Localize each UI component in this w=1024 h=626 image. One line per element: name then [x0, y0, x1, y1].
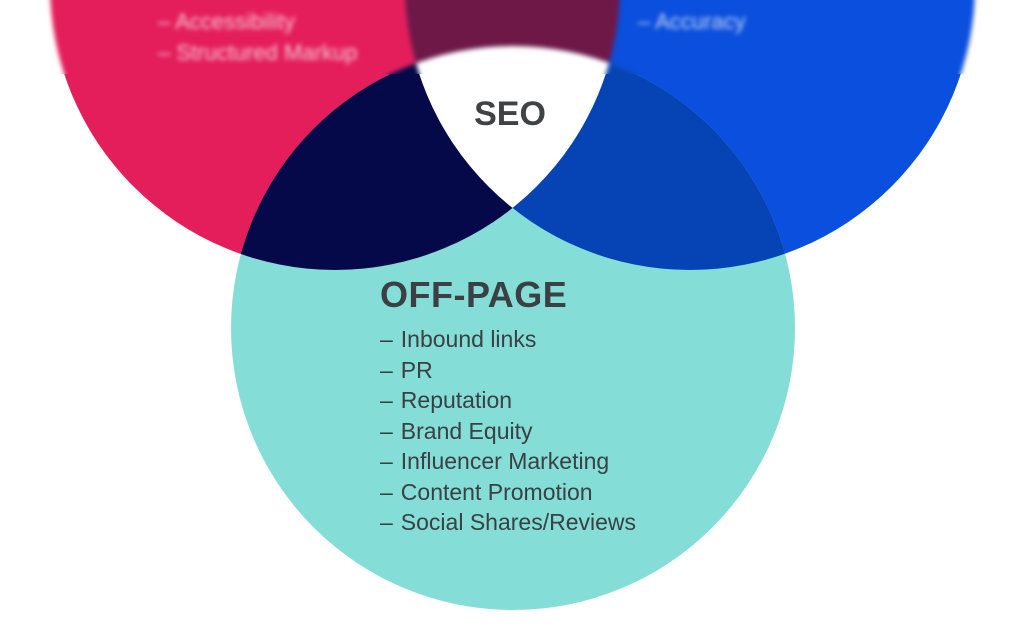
list-item: –Brand Equity [380, 417, 533, 444]
left-item-2: – Structured Markup [158, 40, 357, 65]
overlap-right-bottom [405, 74, 795, 270]
sharp-region [64, 74, 961, 610]
blurred-region: – Accessibility – Structured Markup – Ac… [50, 0, 975, 74]
list-item-label: Influencer Marketing [400, 448, 610, 474]
list-item: –Influencer Marketing [380, 448, 610, 474]
seo-center-label: SEO [474, 95, 546, 133]
list-item: –Content Promotion [380, 478, 593, 505]
list-item-label: Social Shares/Reviews [400, 509, 637, 535]
offpage-content: OFF-PAGE –Inbound links –PR –Reputation … [380, 274, 636, 538]
overlap-left-bottom [231, 74, 620, 270]
list-item-label: Reputation [400, 387, 513, 413]
offpage-title: OFF-PAGE [380, 274, 568, 315]
left-item-1: – Accessibility [158, 9, 295, 34]
offpage-list: –Inbound links –PR –Reputation –Brand Eq… [380, 324, 636, 538]
list-item: –Reputation [380, 387, 513, 413]
list-item: –Social Shares/Reviews [380, 509, 637, 535]
list-item-label: Inbound links [400, 326, 537, 352]
list-item-label: PR [400, 356, 433, 383]
list-item-label: Content Promotion [400, 478, 593, 505]
right-item-1: – Accuracy [638, 9, 746, 34]
list-item: –PR [380, 356, 433, 383]
list-item-label: Brand Equity [400, 417, 533, 444]
list-item: –Inbound links [380, 326, 537, 352]
